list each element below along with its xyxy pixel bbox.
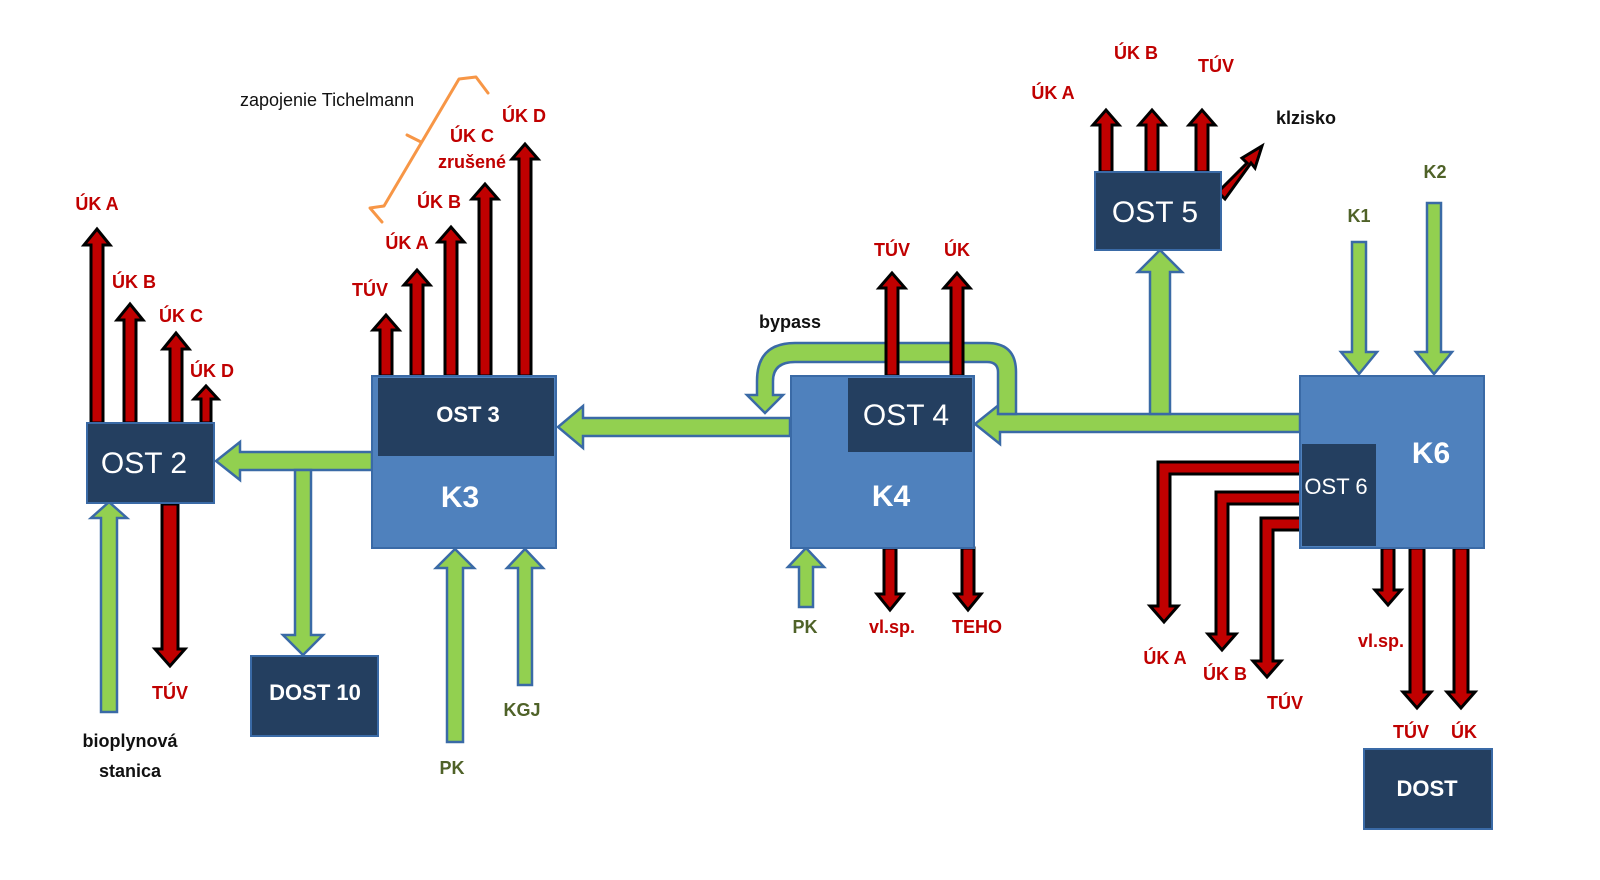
label-ost3-uk-d: ÚK D [502,105,546,126]
label-k3-pk: PK [439,758,464,778]
arrow-k4-vlsp [873,546,907,613]
label-ost3-uk-c-note: zrušené [438,152,506,172]
box-ost4[interactable] [848,378,972,452]
arrow-k2-to-k6 [1413,201,1455,376]
label-ost5-klzisko: klzisko [1276,108,1336,128]
arrow-k4-teho [951,546,985,613]
label-dost: DOST [1396,776,1458,801]
tichelmann-bracket [368,75,490,224]
label-ost3-uk-b: ÚK B [417,191,461,212]
label-ost4-tuv: TÚV [874,239,910,260]
arrow-to-ost5 [1134,248,1186,416]
label-k6: K6 [1412,437,1450,470]
arrow-ost3-tuv [369,312,403,378]
arrow-pk-to-k4 [785,546,827,609]
label-bypass: bypass [759,312,821,332]
arrow-k3-to-ost2 [213,439,374,483]
arrow-k6-tuv [1399,546,1435,711]
label-ost5-uk-b: ÚK B [1114,42,1158,63]
label-k6-k2: K2 [1423,162,1446,182]
bypass-arrow [743,341,1018,416]
arrow-ost5-uk-a [1089,107,1123,174]
label-bioplyn-2: stanica [99,761,162,781]
arrow-to-dost10 [279,468,327,657]
label-bioplyn-1: bioplynová [82,731,178,751]
label-ost5: OST 5 [1112,196,1198,229]
label-k4-teho: TEHO [952,617,1002,637]
arrow-k4-to-ost3 [556,403,792,451]
flow-labels: ÚK A ÚK B ÚK C ÚK D TÚV bioplynová stani… [75,42,1477,781]
label-ost5-uk-a: ÚK A [1031,82,1074,103]
arrow-ost3-uk-c [468,181,502,378]
arrow-ost2-uk-a [80,226,114,425]
arrow-k1-to-k6 [1338,240,1380,376]
label-ost4: OST 4 [863,399,949,432]
arrow-k6-vlsp [1371,546,1405,608]
stations [86,171,1493,830]
output-arrows [80,107,1479,711]
arrow-ost6-uk-b [1204,490,1304,653]
label-k4-vlsp: vl.sp. [869,617,915,637]
arrow-ost3-uk-d [508,141,542,378]
arrow-kgj-to-k3 [504,547,546,687]
label-k3: K3 [441,481,479,514]
station-labels: OST 2 OST 3 K3 OST 4 K4 OST 5 K6 OST 6 D… [101,196,1458,801]
box-dost[interactable] [1363,748,1493,830]
supply-arrows [87,201,1455,744]
label-ost3-uk-a: ÚK A [385,232,428,253]
arrow-ost2-uk-d [190,383,222,425]
label-ost3: OST 3 [436,402,500,427]
arrow-ost3-uk-a [400,267,434,378]
label-ost5-tuv: TÚV [1198,55,1234,76]
arrow-ost3-uk-b [434,224,468,378]
label-k4-pk: PK [792,617,817,637]
label-k3-kgj: KGJ [503,700,540,720]
label-k6-tuv: TÚV [1393,721,1429,742]
label-ost6: OST 6 [1304,474,1367,499]
label-ost2-uk-d: ÚK D [190,360,234,381]
arrow-bioplyn-to-ost2 [87,500,131,714]
label-ost2: OST 2 [101,447,187,480]
label-ost6-tuv: TÚV [1267,692,1303,713]
arrow-ost4-uk [940,270,974,378]
box-ost3[interactable] [378,378,554,456]
box-dost10[interactable] [250,655,379,737]
label-k6-k1: K1 [1347,206,1370,226]
arrow-ost4-tuv [875,270,909,378]
label-dost10: DOST 10 [269,680,361,705]
arrow-ost5-uk-b [1135,107,1169,174]
label-k4: K4 [872,480,911,513]
label-ost3-uk-c: ÚK C [450,125,494,146]
arrow-ost6-uk-a [1146,460,1304,625]
label-ost3-tuv: TÚV [352,279,388,300]
label-k6-uk: ÚK [1451,721,1477,742]
box-ost2[interactable] [86,422,215,504]
box-ost5[interactable] [1094,171,1222,251]
arrow-k6-uk [1443,546,1479,711]
label-ost2-uk-a: ÚK A [75,193,118,214]
label-ost2-tuv: TÚV [152,682,188,703]
label-ost6-uk-b: ÚK B [1203,663,1247,684]
label-ost6-uk-a: ÚK A [1143,647,1186,668]
arrow-ost2-uk-b [113,301,147,425]
arrow-pk-to-k3 [432,547,478,744]
label-tichelmann: zapojenie Tichelmann [240,90,414,110]
arrow-ost6-tuv [1249,516,1304,680]
arrow-ost2-tuv [151,502,189,669]
label-k6-vlsp: vl.sp. [1358,631,1404,651]
label-ost2-uk-c: ÚK C [159,305,203,326]
arrow-ost5-klzisko [1215,142,1265,202]
main-line-k6-to-ost4 [972,401,1302,447]
arrow-ost5-tuv [1185,107,1219,174]
box-ost6[interactable] [1302,444,1376,546]
label-ost2-uk-b: ÚK B [112,271,156,292]
arrow-ost2-uk-c [159,330,193,425]
label-ost4-uk: ÚK [944,239,970,260]
